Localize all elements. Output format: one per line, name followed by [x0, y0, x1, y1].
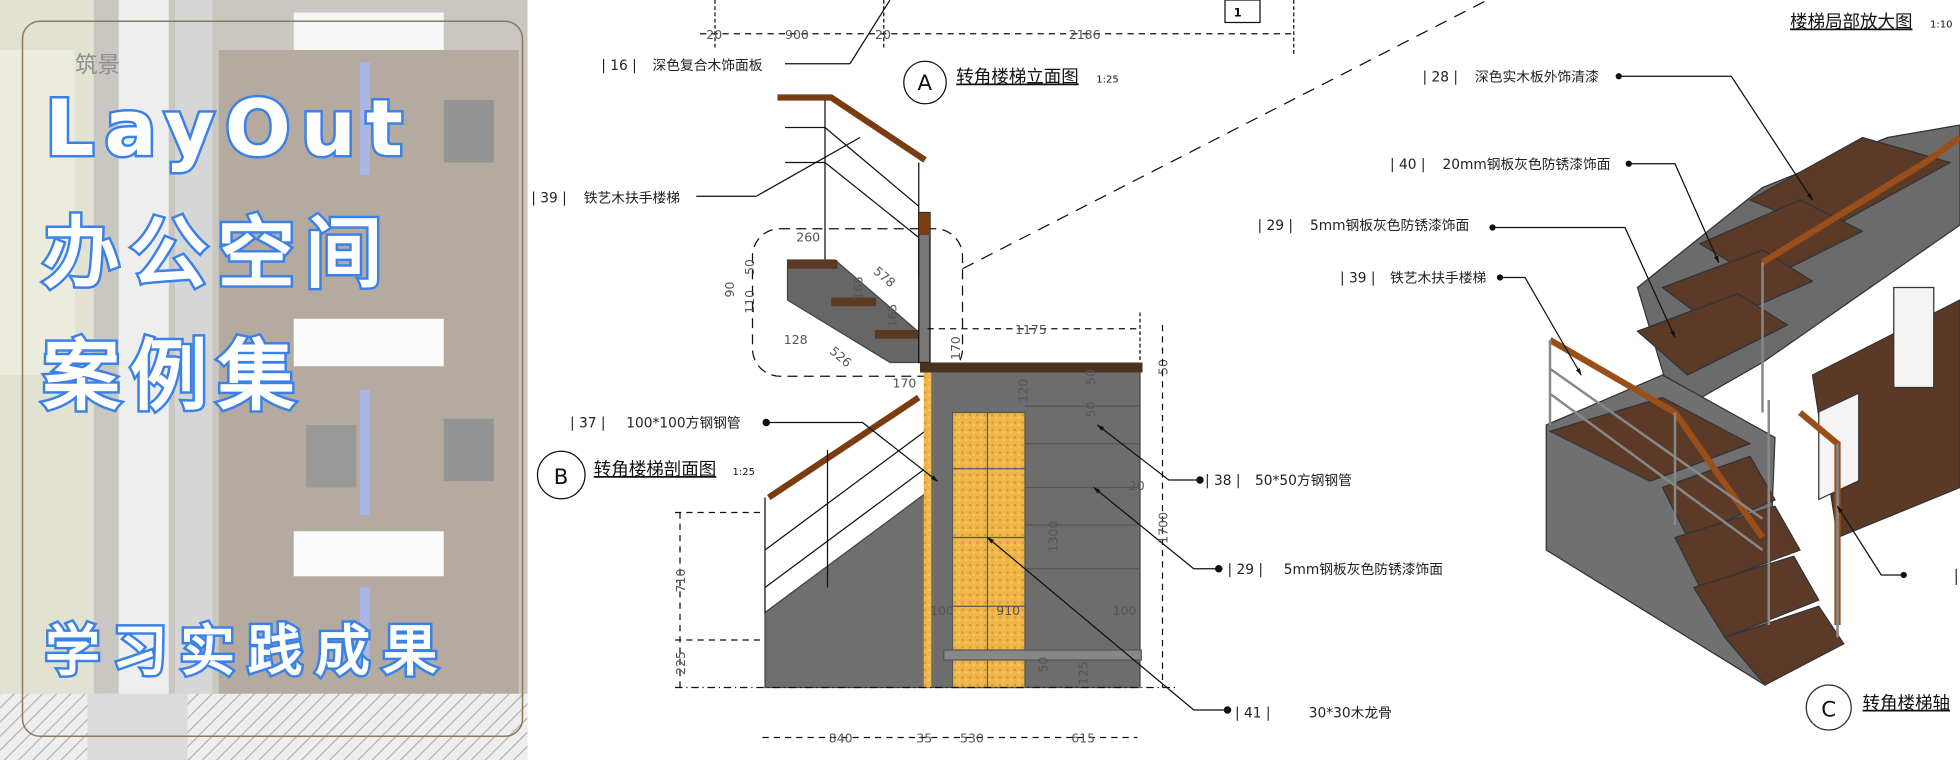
- cover-title-layout: LayOut: [45, 84, 413, 174]
- detail-title: 楼梯局部放大图: [1790, 13, 1913, 33]
- callout-39-c: | 39 | 铁艺木扶手楼梯: [1340, 271, 1487, 287]
- svg-text:125: 125: [1076, 661, 1091, 685]
- cover-panel: 筑景 LayOut 办公空间 案例集 学习实践成果: [0, 0, 528, 760]
- callout-29-b: | 29 | 5mm钢板灰色防锈漆饰面: [1228, 561, 1444, 578]
- svg-text:50: 50: [1156, 359, 1171, 375]
- svg-text:50*50方钢钢管: 50*50方钢钢管: [1255, 473, 1352, 489]
- svg-text:225: 225: [673, 651, 688, 675]
- cover-subtitle: 学习实践成果: [45, 619, 450, 683]
- title-b: 转角楼梯剖面图: [594, 460, 717, 480]
- svg-text:100*100方钢钢管: 100*100方钢钢管: [626, 416, 740, 432]
- drawing-b-labels: B 转角楼梯剖面图 1:25 710 225 840 35 530 615 10…: [554, 369, 1171, 745]
- svg-text:20: 20: [875, 27, 891, 42]
- svg-text:| 40 |: | 40 |: [1390, 157, 1426, 173]
- svg-text:| 37 |: | 37 |: [570, 416, 606, 432]
- sheet-ref: 1: [1234, 6, 1242, 19]
- cover-title-office: 办公空间: [43, 209, 393, 299]
- svg-text:1175: 1175: [1015, 322, 1047, 337]
- title-c: 转角楼梯轴: [1863, 694, 1951, 714]
- svg-text:深色复合木饰面板: 深色复合木饰面板: [653, 57, 763, 74]
- marker-c: C: [1821, 697, 1836, 722]
- svg-text:260: 260: [796, 229, 820, 244]
- svg-text:| 39 |: | 39 |: [1340, 271, 1376, 287]
- svg-text:900: 900: [785, 27, 809, 42]
- svg-text:165: 165: [851, 276, 866, 300]
- cover-frame: [21, 20, 524, 737]
- drawing-c: [1489, 73, 1960, 731]
- svg-text:530: 530: [960, 731, 984, 746]
- terrazzo-strip: [118, 0, 169, 700]
- svg-text:170: 170: [893, 376, 917, 391]
- svg-text:100: 100: [930, 603, 954, 618]
- svg-text:| 38 |: | 38 |: [1205, 473, 1241, 489]
- svg-text:710: 710: [673, 569, 688, 593]
- title-a: 转角楼梯立面图: [956, 68, 1079, 88]
- svg-text:30*30木龙骨: 30*30木龙骨: [1309, 706, 1392, 722]
- svg-text:165: 165: [884, 304, 899, 328]
- svg-text:1300: 1300: [1046, 521, 1061, 553]
- svg-text:50: 50: [742, 259, 757, 275]
- marker-b: B: [554, 465, 569, 490]
- svg-text:50: 50: [1083, 402, 1098, 418]
- callout-38: | 38 | 50*50方钢钢管: [1205, 473, 1352, 489]
- svg-text:1:10: 1:10: [1930, 20, 1952, 31]
- svg-text:深色实木板外饰清漆: 深色实木板外饰清漆: [1475, 68, 1599, 85]
- callout-41: | 41 | 30*30木龙骨: [1235, 706, 1392, 722]
- svg-text:铁艺木扶手楼梯: 铁艺木扶手楼梯: [1390, 271, 1487, 287]
- svg-text:20: 20: [706, 27, 722, 42]
- callout-40: | 40 | 20mm钢板灰色防锈漆饰面: [1390, 156, 1611, 173]
- svg-text:| 41 |: | 41 |: [1235, 706, 1271, 722]
- svg-text:| 28 |: | 28 |: [1423, 69, 1459, 85]
- svg-text:50: 50: [1036, 657, 1051, 673]
- callout-37: | 37 | 100*100方钢钢管: [570, 416, 741, 432]
- svg-text:170: 170: [948, 336, 963, 360]
- svg-text:128: 128: [784, 332, 808, 347]
- svg-text:35: 35: [916, 731, 932, 746]
- drawing-b: [536, 325, 1232, 739]
- svg-text:120: 120: [1016, 379, 1031, 403]
- svg-text:526: 526: [827, 343, 855, 370]
- svg-text:50: 50: [1083, 369, 1098, 385]
- svg-text:110: 110: [742, 290, 757, 314]
- svg-text:2186: 2186: [1069, 27, 1101, 42]
- svg-text:578: 578: [871, 263, 899, 290]
- svg-text:100: 100: [1113, 603, 1137, 618]
- svg-text:| 29 |: | 29 |: [1258, 218, 1294, 234]
- callouts: | 16 | 深色复合木饰面板 | 39 | 铁艺木扶手楼梯 | 37 | 100*1…: [531, 57, 1611, 722]
- svg-text:840: 840: [829, 731, 853, 746]
- cover-title-cases: 案例集: [43, 332, 306, 422]
- callout-28: | 28 | 深色实木板外饰清漆: [1423, 68, 1600, 85]
- svg-text:1:25: 1:25: [1096, 75, 1118, 86]
- svg-text:20: 20: [1129, 478, 1145, 493]
- svg-text:1:25: 1:25: [733, 467, 755, 478]
- callout-29-c: | 29 | 5mm钢板灰色防锈漆饰面: [1258, 217, 1470, 234]
- svg-text:1700: 1700: [1156, 512, 1171, 544]
- svg-text:20mm钢板灰色防锈漆饰面: 20mm钢板灰色防锈漆饰面: [1443, 156, 1611, 173]
- callout-39-a: | 39 | 铁艺木扶手楼梯: [531, 191, 680, 207]
- callout-16: | 16 | 深色复合木饰面板: [601, 57, 763, 74]
- svg-text:615: 615: [1071, 731, 1095, 746]
- marker-a: A: [918, 71, 933, 96]
- svg-text:| 16 |: | 16 |: [601, 58, 637, 74]
- svg-text:5mm钢板灰色防锈漆饰面: 5mm钢板灰色防锈漆饰面: [1284, 561, 1443, 578]
- svg-text:| 39 |: | 39 |: [531, 191, 567, 207]
- drawing-c-labels: 楼梯局部放大图 1:10 C 转角楼梯轴: [1790, 13, 1952, 723]
- svg-text:910: 910: [996, 603, 1020, 618]
- svg-text:5mm钢板灰色防锈漆饰面: 5mm钢板灰色防锈漆饰面: [1310, 217, 1469, 234]
- svg-text:| 29 |: | 29 |: [1228, 562, 1264, 578]
- svg-text:90: 90: [722, 282, 737, 298]
- drawing-a-labels: 20 900 20 2186 1 A 转角楼梯立面图 1:25 260 578 …: [706, 6, 1242, 390]
- watermark-logo: 筑景: [75, 53, 120, 79]
- svg-text:铁艺木扶手楼梯: 铁艺木扶手楼梯: [584, 191, 681, 207]
- drawing-a: [696, 0, 1488, 377]
